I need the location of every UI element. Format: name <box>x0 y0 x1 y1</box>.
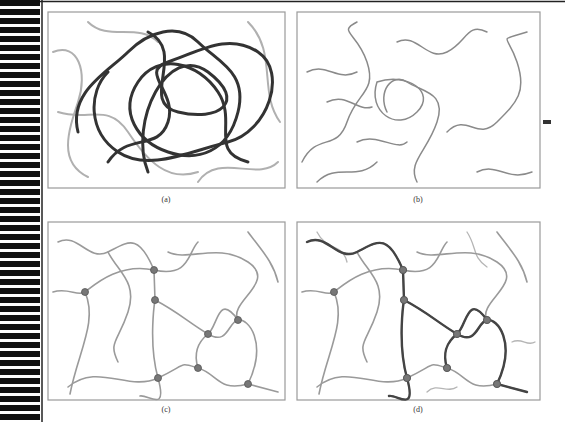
highlighted-network <box>302 232 535 400</box>
panel-frames <box>48 12 540 400</box>
scan-strip <box>0 0 40 422</box>
crosslinked-network <box>53 232 278 400</box>
scan-edge <box>41 0 43 422</box>
scan-mark <box>543 120 551 124</box>
panel-label: (b) <box>413 196 422 204</box>
top-rule <box>40 1 565 3</box>
branched-chains <box>302 22 532 182</box>
panel-label: (c) <box>162 406 171 414</box>
entangled-chains <box>53 22 280 182</box>
panel-label: (d) <box>413 406 422 414</box>
panel-label: (a) <box>162 196 171 204</box>
